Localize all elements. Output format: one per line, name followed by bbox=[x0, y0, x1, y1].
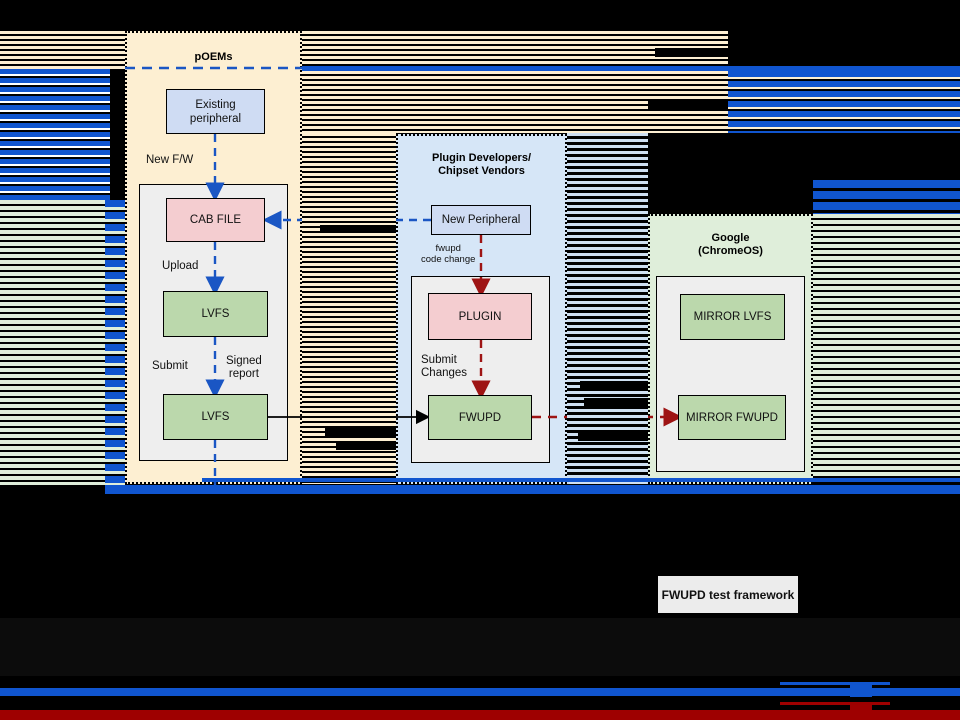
node-lvfs-upload-label: LVFS bbox=[201, 308, 230, 320]
node-fwupd-label: FWUPD bbox=[458, 411, 502, 424]
node-mirror-fwupd[interactable]: MIRROR FWUPD bbox=[678, 395, 786, 440]
node-new-peripheral-label: New Peripheral bbox=[441, 214, 521, 226]
edge-label-submit-changes-line2: Changes bbox=[421, 367, 468, 379]
edge-label-signed-report-line2: report bbox=[228, 368, 259, 380]
edge-label-submit-changes-line1: Submit bbox=[421, 354, 457, 366]
node-existing-peripheral[interactable]: Existing peripheral bbox=[166, 89, 265, 134]
node-fwupd-test-framework-overlay[interactable]: FWUPD test framework bbox=[657, 575, 799, 614]
edge-label-fwupd-code-change-line2: code change bbox=[421, 254, 476, 265]
node-fwupd[interactable]: FWUPD bbox=[428, 395, 532, 440]
edge-label-signed-report: Signed report bbox=[226, 355, 262, 381]
swimlane-plugin-title-line1: Plugin Developers/ bbox=[431, 152, 532, 164]
edge-label-fwupd-code-change-line1: fwupd bbox=[435, 243, 461, 254]
edge-label-signed-report-line1: Signed bbox=[226, 355, 262, 367]
node-fwupd-test-framework-overlay-label: FWUPD test framework bbox=[661, 587, 795, 602]
node-plugin[interactable]: PLUGIN bbox=[428, 293, 532, 340]
swimlane-plugin-title-line2: Chipset Vendors bbox=[438, 165, 525, 177]
edge-label-submit: Submit bbox=[152, 360, 188, 372]
node-existing-peripheral-line2: peripheral bbox=[189, 112, 242, 125]
node-lvfs-submit[interactable]: LVFS bbox=[163, 394, 268, 440]
swimlane-poems-title: pOEMs bbox=[194, 51, 233, 63]
edge-label-submit-changes: Submit Changes bbox=[421, 354, 467, 380]
node-cab-file-label: CAB FILE bbox=[189, 214, 242, 226]
node-cab-file[interactable]: CAB FILE bbox=[166, 198, 265, 242]
edge-label-new-fw: New F/W bbox=[146, 154, 194, 166]
node-new-peripheral[interactable]: New Peripheral bbox=[431, 205, 531, 235]
edge-label-upload: Upload bbox=[162, 260, 199, 272]
node-lvfs-upload[interactable]: LVFS bbox=[163, 291, 268, 337]
node-lvfs-submit-label: LVFS bbox=[201, 411, 230, 423]
node-existing-peripheral-line1: Existing bbox=[195, 98, 236, 111]
node-mirror-lvfs-label: MIRROR LVFS bbox=[693, 311, 772, 323]
edge-label-fwupd-code-change: fwupd code change bbox=[421, 243, 475, 265]
swimlane-google-title-line2: (ChromeOS) bbox=[698, 245, 763, 257]
node-plugin-label: PLUGIN bbox=[458, 310, 502, 323]
node-mirror-lvfs[interactable]: MIRROR LVFS bbox=[680, 294, 785, 340]
node-mirror-fwupd-label: MIRROR FWUPD bbox=[686, 411, 778, 424]
swimlane-google-title-line1: Google bbox=[711, 232, 750, 244]
